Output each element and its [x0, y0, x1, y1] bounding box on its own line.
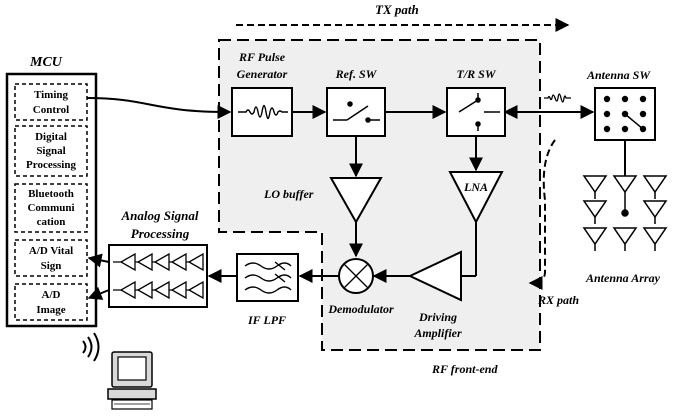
if-lpf-label: IF LPF: [247, 313, 286, 327]
mcu-digital-signal-processing-block: Digital Signal Processing: [14, 125, 88, 177]
amplifier-chain-icon: [113, 252, 204, 300]
ref-sw-label: Ref. SW: [335, 67, 378, 81]
driving-amplifier-label-line1: Driving: [418, 310, 457, 324]
lna-triangle: [448, 171, 504, 225]
lo-buffer-label: LO buffer: [263, 187, 314, 201]
analog-signal-processing-label-line2: Processing: [131, 226, 190, 241]
mcu-ad-vital-sign-block: A/D Vital Sign: [14, 239, 88, 277]
mcu-block-text: Processing: [26, 159, 76, 171]
mcu-block-text: A/D Vital: [29, 245, 73, 257]
lo-buffer-triangle: [329, 177, 383, 225]
antenna-switch-matrix-icon: [603, 95, 647, 133]
lna-label: LNA: [463, 180, 488, 194]
mcu-block-text: A/D: [42, 289, 61, 301]
mcu-timing-control-block: Timing Control: [14, 83, 88, 121]
driving-amplifier-triangle: [407, 250, 462, 302]
driving-amplifier-label-line2: Amplifier: [413, 326, 462, 340]
mcu-bluetooth-communication-block: Bluetooth Communi cation: [14, 183, 88, 233]
wireless-signal-icon: [82, 332, 100, 362]
antenna-sw-label: Antenna SW: [586, 68, 651, 82]
rf-pulse-generator-label-line1: RF Pulse: [238, 50, 286, 64]
mcu-block-text: Image: [36, 304, 65, 316]
rx-path-arrow: [528, 139, 556, 290]
ref-sw-block: [326, 87, 386, 137]
tr-sw-label: T/R SW: [456, 67, 496, 81]
tx-path-label: TX path: [375, 2, 419, 17]
timing-control-line: [86, 97, 232, 119]
mcu-block-text: Bluetooth: [28, 188, 74, 200]
analog-to-image-line: [87, 286, 110, 300]
mcu-block-text: Communi: [27, 202, 74, 214]
switch-icon: [333, 101, 380, 123]
mcu-block-text: Sign: [41, 260, 62, 272]
lowpass-filter-icon: [244, 261, 292, 294]
rf-pulse-generator-label-line2: Generator: [237, 67, 288, 81]
computer-icon: [107, 351, 157, 410]
mcu-label: MCU: [29, 55, 63, 70]
demodulator-label: Demodulator: [327, 302, 394, 316]
rf-pulse-icon: [544, 93, 571, 103]
rx-path-label: RX path: [537, 293, 579, 307]
mcu-block-text: Digital: [35, 131, 67, 143]
analog-signal-processing-block: [108, 244, 208, 308]
antenna-array-icon: [582, 175, 668, 251]
pulse-waveform-icon: [238, 104, 288, 120]
mixer-cross-icon: [343, 263, 369, 289]
rf-front-end-label: RF front-end: [431, 362, 498, 376]
mcu-block-text: cation: [37, 216, 66, 228]
mcu-block-text: Signal: [36, 145, 65, 157]
analog-signal-processing-label-line1: Analog Signal: [121, 208, 199, 223]
antenna-array-label: Antenna Array: [585, 271, 661, 285]
mcu-block-text: Control: [33, 104, 69, 116]
mcu-ad-image-block: A/D Image: [14, 283, 88, 321]
analog-to-vital-sign-line: [87, 253, 110, 268]
mcu-block-text: Timing: [34, 89, 69, 101]
tr-switch-icon: [458, 93, 500, 131]
